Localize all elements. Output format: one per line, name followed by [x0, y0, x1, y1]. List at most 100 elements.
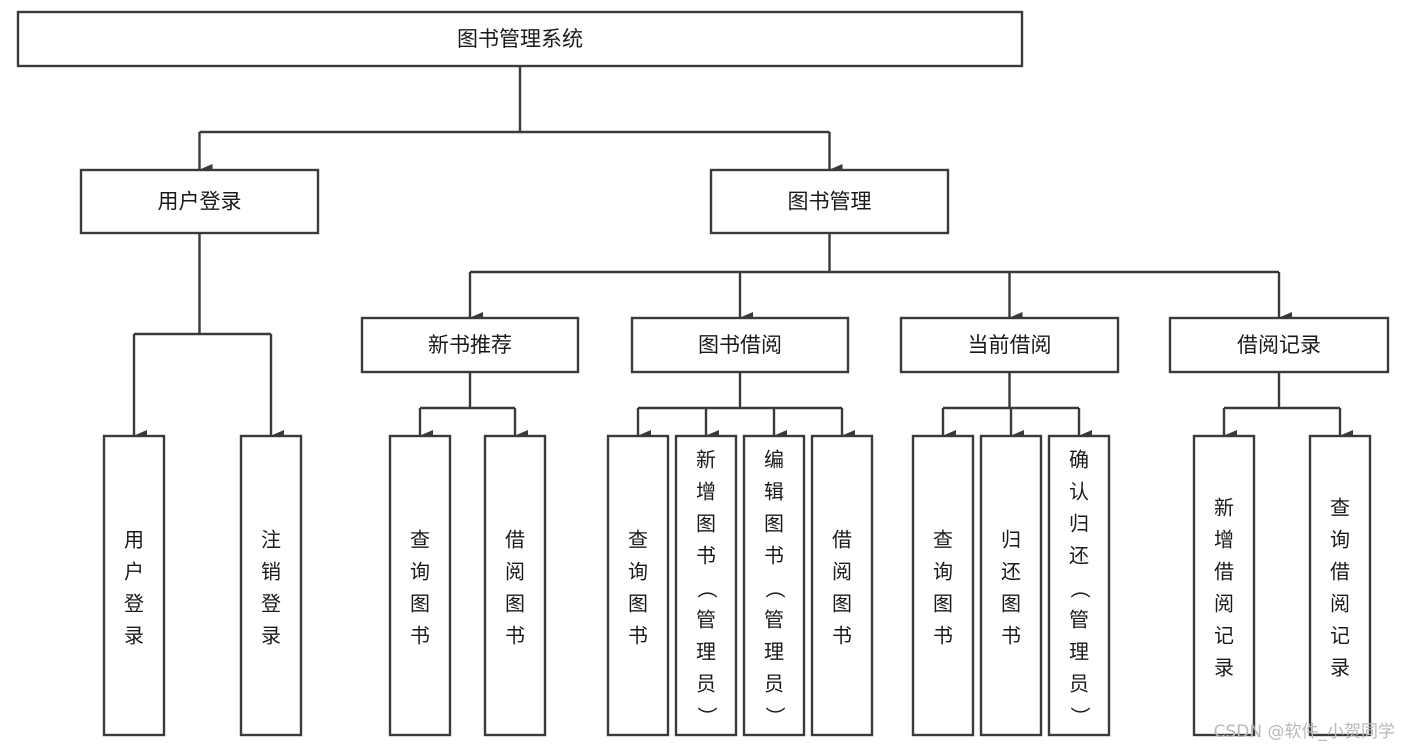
- svg-text:阅: 阅: [1330, 591, 1350, 615]
- leaf-node-0[interactable]: 用户登录: [102, 434, 166, 737]
- svg-text:员: 员: [764, 671, 784, 695]
- svg-text:书: 书: [628, 623, 648, 647]
- svg-text:注: 注: [261, 527, 281, 551]
- svg-text:图: 图: [696, 511, 716, 535]
- svg-text:编: 编: [764, 447, 784, 471]
- svg-text:员: 员: [1069, 671, 1089, 695]
- node-level3-0[interactable]: 新书推荐: [360, 316, 580, 374]
- svg-text:）: ）: [1068, 706, 1092, 726]
- svg-text:辑: 辑: [764, 479, 784, 503]
- svg-text:新: 新: [1214, 495, 1234, 519]
- node-label: 图书管理: [788, 190, 872, 214]
- svg-text:记: 记: [1330, 623, 1350, 647]
- svg-text:书: 书: [1001, 623, 1021, 647]
- svg-text:查: 查: [628, 527, 648, 551]
- node-level3-1[interactable]: 图书借阅: [630, 316, 850, 374]
- svg-text:书: 书: [696, 543, 716, 567]
- svg-text:确: 确: [1069, 447, 1089, 471]
- svg-text:管: 管: [764, 607, 784, 631]
- svg-text:（: （: [1068, 578, 1092, 598]
- svg-text:书: 书: [764, 543, 784, 567]
- svg-text:还: 还: [1069, 543, 1089, 567]
- node-level3-2[interactable]: 当前借阅: [899, 316, 1120, 374]
- node-level2-1[interactable]: 图书管理: [709, 168, 950, 235]
- svg-text:登: 登: [261, 591, 281, 615]
- svg-text:（: （: [763, 578, 787, 598]
- svg-text:）: ）: [695, 706, 719, 726]
- svg-text:询: 询: [1330, 527, 1350, 551]
- svg-text:认: 认: [1069, 479, 1089, 503]
- svg-text:归: 归: [1069, 511, 1089, 535]
- svg-text:户: 户: [124, 559, 144, 583]
- svg-text:书: 书: [505, 623, 525, 647]
- nodes-layer: 图书管理系统用户登录图书管理新书推荐图书借阅当前借阅借阅记录用户登录注销登录查询…: [16, 10, 1390, 737]
- svg-text:管: 管: [1069, 607, 1089, 631]
- node-level3-3[interactable]: 借阅记录: [1168, 316, 1390, 374]
- svg-text:录: 录: [1214, 655, 1234, 679]
- svg-text:理: 理: [764, 639, 784, 663]
- svg-text:借: 借: [505, 527, 525, 551]
- svg-text:归: 归: [1001, 527, 1021, 551]
- svg-text:书: 书: [933, 623, 953, 647]
- edges-layer: [132, 66, 1353, 442]
- node-level2-0[interactable]: 用户登录: [79, 168, 320, 235]
- svg-text:图: 图: [764, 511, 784, 535]
- svg-text:询: 询: [933, 559, 953, 583]
- svg-text:询: 询: [410, 559, 430, 583]
- svg-text:登: 登: [124, 591, 144, 615]
- svg-text:增: 增: [1214, 527, 1234, 551]
- svg-text:图: 图: [933, 591, 953, 615]
- svg-text:借: 借: [1330, 559, 1350, 583]
- node-root[interactable]: 图书管理系统: [16, 10, 1024, 68]
- watermark-text: CSDN @软件_小贺同学: [1213, 722, 1395, 742]
- node-label: 新书推荐: [428, 333, 512, 357]
- svg-text:查: 查: [1330, 495, 1350, 519]
- svg-text:）: ）: [763, 706, 787, 726]
- svg-text:询: 询: [628, 559, 648, 583]
- svg-text:图: 图: [1001, 591, 1021, 615]
- svg-text:还: 还: [1001, 559, 1021, 583]
- svg-text:借: 借: [832, 527, 852, 551]
- svg-text:销: 销: [261, 559, 281, 583]
- svg-text:新: 新: [696, 447, 716, 471]
- svg-text:阅: 阅: [1214, 591, 1234, 615]
- svg-text:管: 管: [696, 607, 716, 631]
- node-label: 图书借阅: [698, 333, 782, 357]
- svg-text:图: 图: [410, 591, 430, 615]
- svg-text:图: 图: [505, 591, 525, 615]
- svg-text:录: 录: [124, 623, 144, 647]
- node-label: 用户登录: [124, 527, 144, 647]
- svg-text:录: 录: [1330, 655, 1350, 679]
- svg-text:理: 理: [696, 639, 716, 663]
- svg-text:理: 理: [1069, 639, 1089, 663]
- node-label: 借阅记录: [1237, 333, 1321, 357]
- node-label: 图书管理系统: [457, 27, 583, 51]
- svg-text:图: 图: [628, 591, 648, 615]
- node-label: 用户登录: [158, 190, 242, 214]
